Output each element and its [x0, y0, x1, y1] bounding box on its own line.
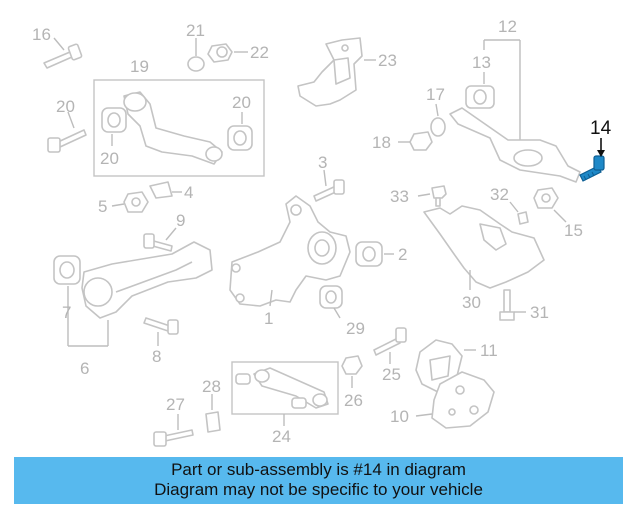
- part-34-clip[interactable]: [431, 185, 447, 207]
- part-22-ring[interactable]: [187, 56, 205, 72]
- part-23-nut[interactable]: [207, 43, 233, 63]
- part-1-knuckle[interactable]: [229, 195, 351, 307]
- part-16-bolt[interactable]: [43, 43, 83, 69]
- part-29-clip[interactable]: [205, 411, 221, 433]
- part-4-clip[interactable]: [149, 181, 173, 199]
- label-17: 17: [426, 85, 445, 104]
- part-3-bolt[interactable]: [313, 179, 345, 202]
- label-8: 8: [152, 347, 161, 366]
- part-20-bushing-left[interactable]: [101, 107, 127, 133]
- label-23: 22: [250, 43, 269, 62]
- part-25-link[interactable]: [235, 367, 329, 409]
- part-21-bolt[interactable]: [47, 129, 87, 153]
- part-7-bushing[interactable]: [53, 255, 81, 285]
- part-33-clip[interactable]: [517, 211, 529, 225]
- box-25: [231, 361, 339, 415]
- part-10-bracket[interactable]: [431, 371, 495, 429]
- part-14-bolt[interactable]: [579, 155, 605, 182]
- banner-line-1: Part or sub-assembly is #14 in diagram: [171, 460, 466, 479]
- part-26-bolt[interactable]: [373, 327, 407, 356]
- part-19-arm[interactable]: [123, 91, 223, 165]
- label-33: 32: [490, 185, 509, 204]
- label-20-left: 20: [100, 149, 119, 168]
- part-13-bushing[interactable]: [465, 85, 495, 109]
- label-31: 30: [462, 293, 481, 312]
- banner-line-2: Diagram may not be specific to your vehi…: [154, 480, 483, 499]
- info-banner: Part or sub-assembly is #14 in diagram D…: [14, 457, 623, 504]
- label-25: 24: [272, 427, 291, 446]
- label-13: 13: [472, 53, 491, 72]
- parts-diagram: 16 21 22 23 12 13 17 18 14 19 20 20 20 3…: [32, 17, 612, 447]
- part-18-nut[interactable]: [409, 131, 433, 151]
- label-1: 1: [264, 309, 273, 328]
- part-20-bushing-right[interactable]: [227, 125, 253, 151]
- part-2-bushing[interactable]: [355, 241, 383, 267]
- label-32: 31: [530, 303, 549, 322]
- label-30: 29: [346, 319, 365, 338]
- part-27-nut[interactable]: [341, 355, 363, 375]
- label-11: 11: [480, 341, 498, 360]
- label-20-right: 20: [232, 93, 251, 112]
- label-7: 7: [62, 303, 71, 322]
- part-28-bolt[interactable]: [153, 429, 194, 447]
- label-16: 16: [32, 25, 51, 44]
- label-15: 15: [564, 221, 583, 240]
- label-26: 25: [382, 365, 401, 384]
- label-22: 21: [186, 21, 205, 40]
- part-32-bolt[interactable]: [499, 289, 515, 321]
- part-5-nut[interactable]: [123, 191, 149, 213]
- label-2: 2: [398, 245, 407, 264]
- label-5: 5: [98, 197, 107, 216]
- part-8-bolt[interactable]: [143, 317, 179, 335]
- part-6-arm[interactable]: [81, 241, 213, 319]
- part-17-ring[interactable]: [430, 117, 446, 137]
- part-15-nut[interactable]: [533, 187, 559, 209]
- label-19: 19: [130, 57, 149, 76]
- label-24: 23: [378, 51, 397, 70]
- part-30-bushing[interactable]: [319, 285, 343, 309]
- label-6: 6: [80, 359, 89, 378]
- part-31-cover[interactable]: [423, 205, 545, 289]
- label-21: 20: [56, 97, 75, 116]
- label-12: 12: [498, 17, 517, 36]
- label-18: 18: [372, 133, 391, 152]
- part-24-bracket[interactable]: [297, 37, 363, 107]
- label-4: 4: [184, 183, 193, 202]
- label-29: 28: [202, 377, 221, 396]
- label-34: 33: [390, 187, 409, 206]
- part-9-bolt[interactable]: [143, 233, 173, 252]
- box-19: [93, 79, 265, 177]
- label-10: 10: [390, 407, 409, 426]
- label-27: 26: [344, 391, 363, 410]
- part-12-arm[interactable]: [449, 107, 581, 183]
- label-14: 14: [590, 118, 612, 139]
- label-9: 9: [176, 211, 185, 230]
- label-3: 3: [318, 153, 327, 172]
- label-28: 27: [166, 395, 185, 414]
